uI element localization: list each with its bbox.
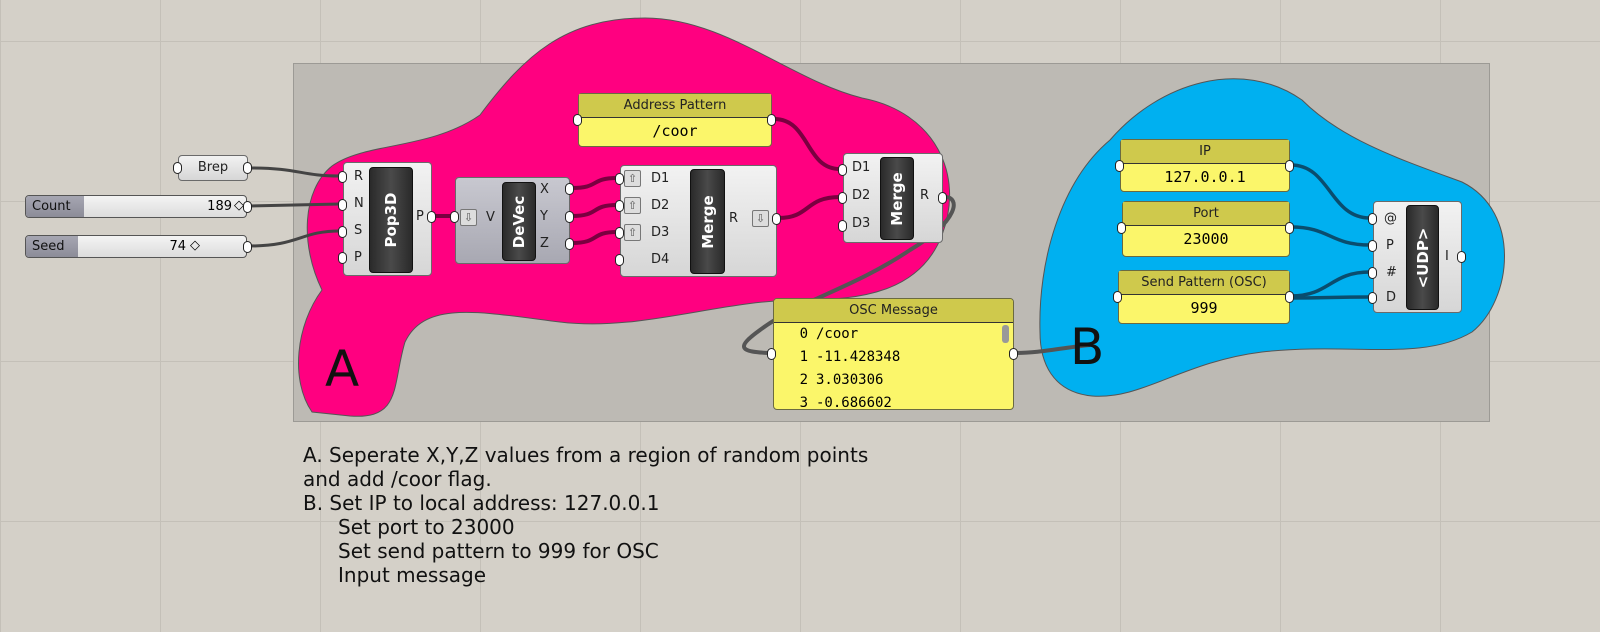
note-line: Input message (338, 563, 487, 587)
group-a-label: A (325, 340, 360, 398)
seed-slider[interactable]: Seed 74 ◇ (25, 235, 247, 258)
brep-param[interactable]: Brep (178, 155, 248, 181)
panel-value[interactable]: 23000 (1183, 230, 1229, 248)
slider-value: 74 (169, 239, 186, 254)
input-d1[interactable]: D1 (651, 171, 670, 186)
brep-label: Brep (197, 160, 229, 175)
input-pattern[interactable]: # (1386, 265, 1397, 280)
input-v[interactable]: V (486, 210, 495, 225)
output-r[interactable]: R (729, 211, 739, 226)
note-line: A. Seperate X,Y,Z values from a region o… (303, 443, 869, 467)
address-pattern-panel[interactable]: Address Pattern /coor (578, 93, 772, 147)
note-line: Set port to 23000 (338, 515, 515, 539)
component-name: Pop3D (382, 192, 400, 248)
panel-value[interactable]: 127.0.0.1 (1164, 168, 1246, 186)
input-d2[interactable]: D2 (651, 198, 670, 213)
input-d3[interactable]: D3 (651, 225, 670, 240)
slider-label: Count (26, 196, 84, 217)
input-d4[interactable]: D4 (651, 252, 670, 267)
list-item: 3-0.686602 (799, 395, 892, 410)
input-port[interactable]: P (1386, 238, 1394, 253)
graft-icon[interactable]: ⇧ (624, 170, 641, 187)
input-d2[interactable]: D2 (852, 188, 871, 203)
note-line: and add /coor flag. (303, 467, 492, 491)
panel-title: OSC Message (774, 299, 1013, 323)
slider-value: 189 (207, 199, 232, 214)
slider-grip-icon[interactable]: ◇ (234, 198, 244, 213)
panel-title: IP (1121, 140, 1289, 164)
input-d1[interactable]: D1 (852, 160, 871, 175)
count-slider[interactable]: Count 189 ◇ (25, 195, 247, 218)
pop3d-component[interactable]: R N S P Pop3D P (343, 162, 432, 276)
devec-component[interactable]: ⇩ V DeVec X Y Z (455, 177, 570, 264)
scrollbar[interactable] (1002, 325, 1009, 343)
list-item: 1-11.428348 (799, 349, 901, 365)
input-data[interactable]: D (1386, 290, 1397, 305)
udp-component[interactable]: @ P # D <UDP> I (1373, 201, 1462, 313)
output-z[interactable]: Z (540, 236, 549, 251)
panel-value[interactable]: 999 (1190, 299, 1218, 317)
component-name: Merge (698, 194, 717, 249)
panel-title: Address Pattern (579, 94, 771, 118)
port-panel[interactable]: Port 23000 (1122, 201, 1290, 257)
input-n[interactable]: N (354, 196, 364, 211)
panel-value[interactable]: /coor (652, 122, 698, 140)
component-name: DeVec (510, 195, 528, 248)
component-name: Merge (888, 171, 906, 226)
send-pattern-panel[interactable]: Send Pattern (OSC) 999 (1118, 270, 1290, 324)
input-d3[interactable]: D3 (852, 216, 871, 231)
flatten-icon[interactable]: ⇩ (460, 209, 477, 226)
input-s[interactable]: S (354, 223, 363, 238)
graft-icon[interactable]: ⇧ (624, 224, 641, 241)
slider-grip-icon[interactable]: ◇ (190, 238, 200, 253)
panel-title: Port (1123, 202, 1289, 226)
slider-label: Seed (26, 236, 78, 257)
merge-component-1[interactable]: ⇧ ⇧ ⇧ D1 D2 D3 D4 Merge R ⇩ (620, 165, 777, 277)
description-notes: A. Seperate X,Y,Z values from a region o… (303, 443, 868, 587)
output-p[interactable]: P (416, 209, 424, 224)
input-r[interactable]: R (354, 169, 364, 184)
list-item: 0/coor (799, 326, 859, 342)
output-x[interactable]: X (540, 182, 549, 197)
merge-component-2[interactable]: D1 D2 D3 Merge R (843, 153, 943, 243)
note-line: B. Set IP to local address: 127.0.0.1 (303, 491, 660, 515)
group-b-label: B (1070, 318, 1105, 376)
graft-icon[interactable]: ⇧ (624, 197, 641, 214)
output-i[interactable]: I (1445, 249, 1449, 264)
input-p[interactable]: P (354, 250, 362, 265)
output-y[interactable]: Y (540, 209, 548, 224)
panel-title: Send Pattern (OSC) (1119, 271, 1289, 295)
note-line: Set send pattern to 999 for OSC (338, 539, 659, 563)
output-r[interactable]: R (920, 188, 930, 203)
component-name: <UDP> (1413, 227, 1432, 288)
ip-panel[interactable]: IP 127.0.0.1 (1120, 139, 1290, 192)
input-address[interactable]: @ (1384, 211, 1397, 226)
flatten-icon[interactable]: ⇩ (752, 210, 769, 227)
